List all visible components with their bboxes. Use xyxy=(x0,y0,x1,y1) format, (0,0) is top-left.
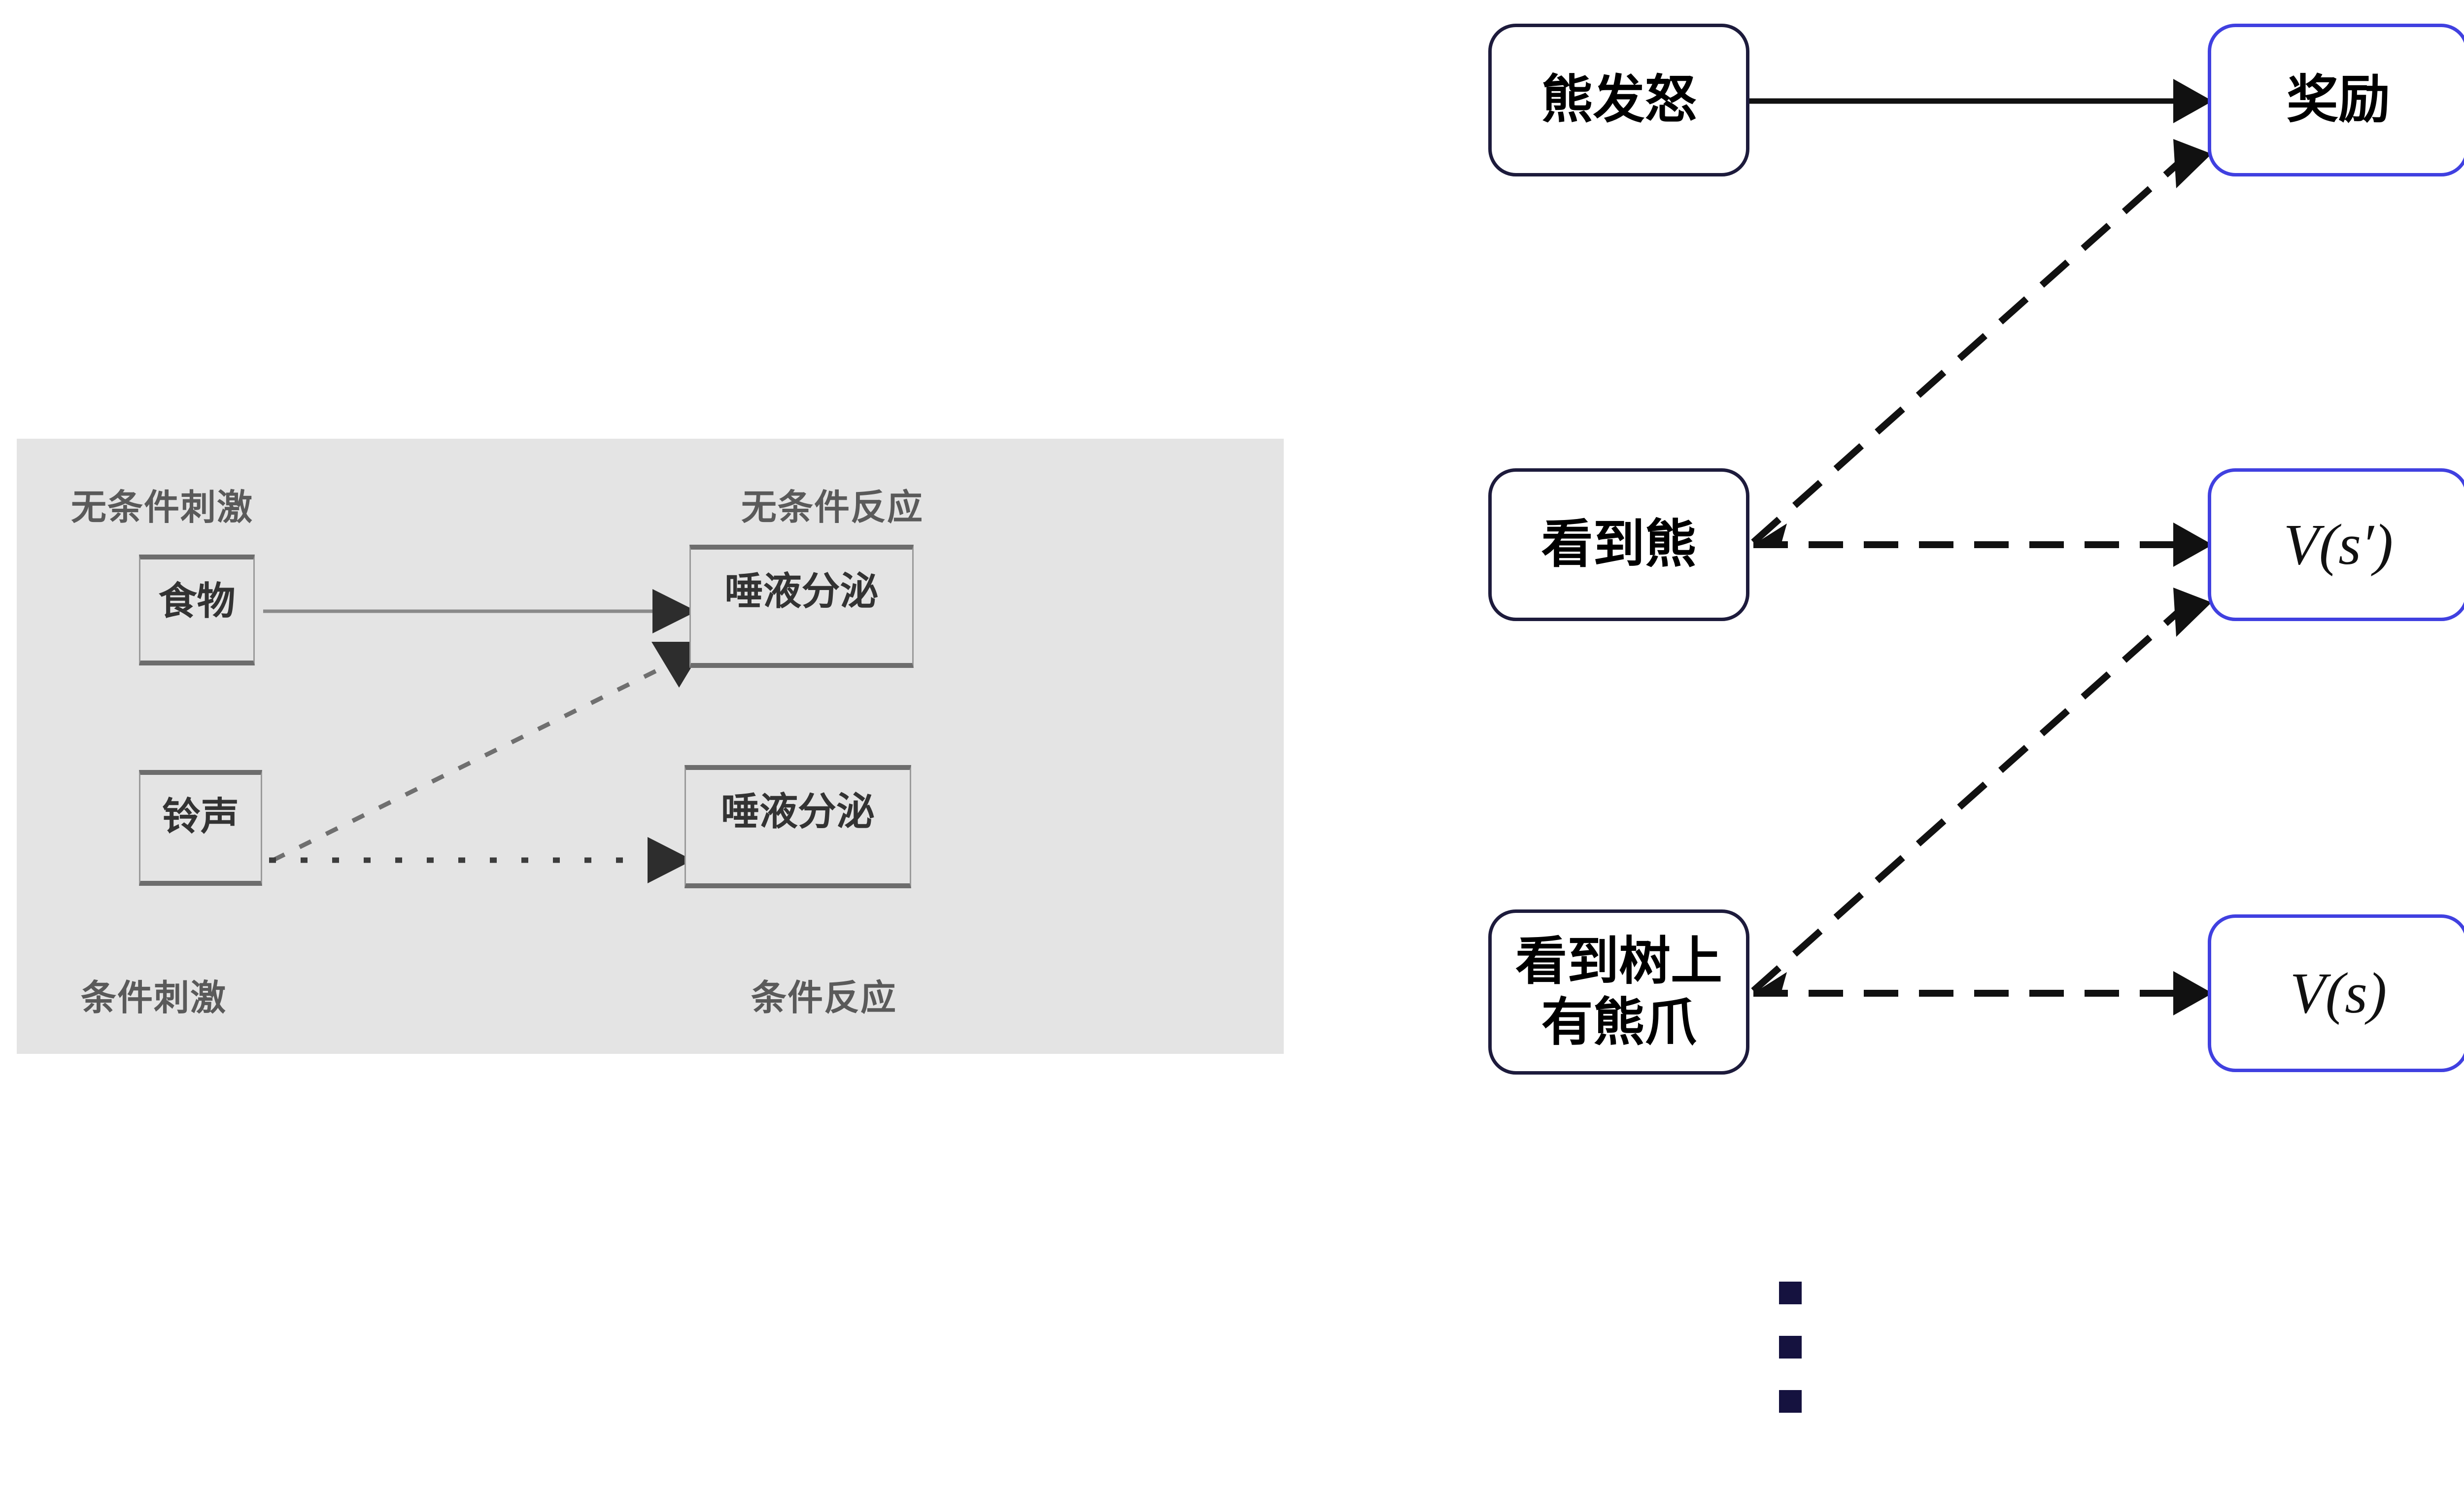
pavlov-box-salivation-conditioned-label: 唾液分泌 xyxy=(720,790,875,833)
value-function-diagram: 熊发怒 看到熊 看到树上 有熊爪 奖励 V(s′) V(s) xyxy=(1483,0,2464,1499)
pavlov-box-salivation-conditioned: 唾液分泌 xyxy=(684,765,911,888)
caption-conditioned-response: 条件反应 xyxy=(751,978,897,1018)
rl-box-value-next-state: V(s′) xyxy=(2208,468,2464,621)
see-bear-to-reward-dashed-arrow xyxy=(1751,139,2212,545)
pavlov-box-salivation-unconditioned: 唾液分泌 xyxy=(689,545,914,668)
rl-box-reward-label: 奖励 xyxy=(2286,71,2390,129)
pavlovian-conditioning-diagram: 无条件刺激 无条件反应 条件刺激 条件反应 食物 铃声 唾液分泌 唾液分泌 xyxy=(17,439,1284,1054)
rl-box-reward: 奖励 xyxy=(2208,24,2464,176)
bell-to-unconditioned-salivation-dashed-arrow xyxy=(272,642,707,863)
food-to-salivation-solid-arrow xyxy=(263,589,697,633)
rl-box-value-next-state-label: V(s′) xyxy=(2283,512,2394,577)
pavlov-box-bell: 铃声 xyxy=(139,770,262,886)
rl-box-value-state-label: V(s) xyxy=(2290,961,2387,1025)
bell-to-conditioned-salivation-dotted-arrow xyxy=(269,837,693,883)
caption-unconditioned-response: 无条件反应 xyxy=(741,488,924,527)
ellipsis-square xyxy=(1779,1282,1802,1304)
ellipsis-square xyxy=(1779,1390,1802,1413)
pavlov-connector-layer xyxy=(263,589,707,883)
rl-box-bear-paw-line1: 看到树上 xyxy=(1515,932,1722,990)
rl-box-see-bear-label: 看到熊 xyxy=(1541,516,1697,574)
pavlov-box-salivation-unconditioned-label: 唾液分泌 xyxy=(724,569,879,613)
pavlov-box-bell-label: 铃声 xyxy=(162,795,239,838)
ellipsis-square xyxy=(1779,1336,1802,1359)
rl-box-see-bear: 看到熊 xyxy=(1488,468,1749,621)
rl-box-bear-angry: 熊发怒 xyxy=(1488,24,1749,176)
paw-to-vsprime-dashed-arrow xyxy=(1751,588,2212,994)
bear-angry-to-reward-solid-arrow xyxy=(1749,79,2213,123)
pavlov-box-food: 食物 xyxy=(139,555,255,665)
rl-connector-layer xyxy=(1749,79,2213,1015)
see-bear-to-vsprime-dashed-arrow xyxy=(1753,523,2213,567)
rl-box-bear-paw-on-tree-label: 看到树上 有熊爪 xyxy=(1515,931,1722,1053)
pavlov-box-food-label: 食物 xyxy=(158,579,236,623)
rl-box-bear-paw-line2: 有熊爪 xyxy=(1541,993,1697,1051)
caption-conditioned-stimulus: 条件刺激 xyxy=(81,978,227,1018)
paw-to-vs-dashed-arrow xyxy=(1753,971,2213,1015)
rl-box-bear-angry-label: 熊发怒 xyxy=(1541,71,1697,129)
caption-unconditioned-stimulus: 无条件刺激 xyxy=(71,488,254,527)
rl-box-value-state: V(s) xyxy=(2208,914,2464,1072)
rl-box-bear-paw-on-tree: 看到树上 有熊爪 xyxy=(1488,909,1749,1075)
